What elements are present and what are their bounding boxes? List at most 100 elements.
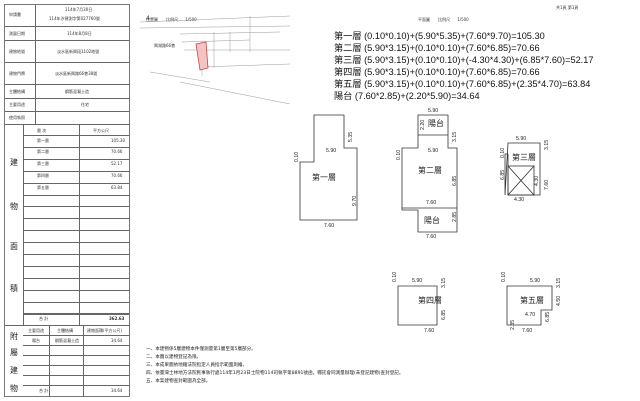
note-3: 三、本成果圖依地籍法院指定人員指示範圍測繪。 xyxy=(146,363,248,368)
floor-row-line xyxy=(23,218,129,220)
note-2: 二、本圖以建物登記為限。 xyxy=(146,355,202,360)
plan-f1-d-bottom: 7.60 xyxy=(324,223,335,229)
floor-row-line xyxy=(23,277,129,279)
plan-f2-d-tl: 2.20 xyxy=(420,119,426,130)
plan-f3-d-r3: 7.60 xyxy=(544,179,550,190)
use-label: 主要用途 xyxy=(9,102,25,107)
annex-side-1: 附 xyxy=(10,332,18,341)
plan-f3-d-left: 0.10 xyxy=(500,147,506,158)
building-no: 淡水區新興段1102地號 xyxy=(57,49,100,54)
floor-row-line xyxy=(23,170,129,172)
parcel-road-label: 興湖路66巷 xyxy=(154,43,176,48)
plan-f1-label: 第一層 xyxy=(312,173,336,182)
floor-row-line xyxy=(23,254,129,255)
plan-f2-outline xyxy=(401,114,458,233)
floor-row-line xyxy=(23,301,129,303)
floor-row-line xyxy=(23,313,129,315)
plan-f3-void xyxy=(507,165,535,196)
plan-title: 平面圖 xyxy=(418,17,430,22)
structure-label: 主體結構 xyxy=(9,89,25,94)
annex-side-3: 建 xyxy=(10,366,18,375)
side-label-1: 建 xyxy=(10,158,18,167)
plan-f5-d-r1: 3.15 xyxy=(556,277,562,288)
annex-col-use: 主要用途 xyxy=(28,328,44,333)
plan-f1-d-mid: 9.70 xyxy=(352,195,358,206)
plan-f5-d-left: 0.10 xyxy=(501,271,507,282)
address: 淡水區新興路66巷38號 xyxy=(55,71,98,76)
address-label: 建物門牌 xyxy=(9,71,25,76)
survey-date: 114年8月8日 xyxy=(67,31,92,36)
annex-side-2: 屬 xyxy=(10,348,18,357)
plan-f5-outline xyxy=(506,285,553,326)
svg-text:4: 4 xyxy=(146,15,150,22)
plan-f1-d-right: 5.35 xyxy=(348,131,354,142)
annex-col-area: 建物面積(平方公尺) xyxy=(87,328,123,333)
plan-f1-d-left: 0.10 xyxy=(294,151,300,162)
total-label: 合 計 xyxy=(39,316,49,321)
use: 住宅 xyxy=(81,102,89,107)
total-area: 362.63 xyxy=(109,316,125,321)
application-date-label: 申請書 xyxy=(9,12,21,17)
floor-row-floor: 第三層 xyxy=(37,161,49,167)
plan-f2-d-r2: 6.85 xyxy=(452,175,458,186)
plan-f2-d-mid: 5.90 xyxy=(428,148,439,154)
application-date: 114年7月30日 xyxy=(65,7,93,12)
plan-f4-outline xyxy=(397,285,438,326)
side-label-3: 面 xyxy=(10,242,18,251)
floor-row-line xyxy=(23,158,129,160)
plan-f5-d-l2: 2.35 xyxy=(510,319,516,330)
floor-row-line xyxy=(23,206,129,208)
plan-f5-d-b1: 4.70 xyxy=(525,312,536,318)
plan-f3-d-r1: 3.15 xyxy=(544,139,550,150)
plan-f2-label: 第二層 xyxy=(418,166,442,175)
floor-row-area: 70.66 xyxy=(111,173,123,179)
annex-side-4: 物 xyxy=(10,384,18,393)
plan-f3-d-r2: 4.30 xyxy=(534,175,540,186)
left-form: 申請書 114年7月30日 114年汐建測字第027760號 測量日期 114年… xyxy=(4,4,130,397)
formula-f3: 第三層 (5.90*3.15)+(0.10*0.10)+(-4.30*4.30)… xyxy=(334,55,594,65)
plan-f3-d-b1: 4.30 xyxy=(514,197,525,203)
note-5: 五、本案建物查封範圍為全部。 xyxy=(146,379,211,384)
plan-f5-d-r2: 4.50 xyxy=(556,295,562,306)
floor-row-area: 70.66 xyxy=(111,149,123,155)
floor-row-line xyxy=(23,230,129,232)
location-map: 4 xyxy=(140,15,290,105)
annex-row-structure: 鋼筋混凝土造 xyxy=(55,338,79,343)
floor-row-line xyxy=(23,242,129,244)
note-1: 一、本建物係5層建物本件僅測量第1層至第5層部分。 xyxy=(146,347,256,352)
plan-f3-d-top: 5.90 xyxy=(516,136,527,142)
plan-f2-balcony: 陽台 xyxy=(428,119,444,128)
floor-row-floor: 第五層 xyxy=(37,185,49,191)
side-label-2: 物 xyxy=(10,202,18,211)
plan-f2-d-left: 0.10 xyxy=(396,149,402,160)
plan-f5-d-top: 5.90 xyxy=(530,278,541,284)
floor-row-line xyxy=(23,194,129,196)
plan-f5-label: 第五層 xyxy=(520,296,544,305)
plan-f1-d-top: 5.90 xyxy=(326,148,337,154)
annex-total: 34.64 xyxy=(111,388,123,393)
floor-row-line xyxy=(23,182,129,184)
side-label-4: 積 xyxy=(10,284,18,293)
plan-f4-d-r1: 3.15 xyxy=(441,277,447,288)
plan-f2-d-top: 5.90 xyxy=(428,108,439,114)
annex-col-structure: 主體結構 xyxy=(57,328,73,333)
plan-f4-d-bottom: 7.60 xyxy=(424,328,435,334)
floor-row-area: 52.17 xyxy=(111,161,123,167)
formula-f4: 第四層 (5.90*3.15)+(0.10*0.10)+(7.60*6.85)=… xyxy=(334,67,540,77)
location-map-title: 位置圖 xyxy=(146,17,158,22)
formula-f1: 第一層 (0.10*0.10)+(5.90*5.35)+(7.60*9.70)=… xyxy=(334,31,545,41)
plan-f5-d-bottom: 7.60 xyxy=(522,328,533,334)
annex-row-area: 34.64 xyxy=(111,338,123,343)
plan-f2-balcony2: 陽台 xyxy=(424,216,440,225)
target-parcel xyxy=(195,41,209,71)
col-area: 平方公尺 xyxy=(93,128,109,133)
application-no: 114年汐建測字第027760號 xyxy=(49,16,100,21)
plan-f5-d-r3: 6.85 xyxy=(545,311,551,322)
floor-row-area: 105.30 xyxy=(111,137,125,143)
floor-row-floor: 第二層 xyxy=(37,149,49,155)
annex-total-label: 合 計 xyxy=(39,388,49,393)
plan-f1-outline xyxy=(299,114,358,221)
plan-scale: 1/500 xyxy=(457,17,469,22)
plan-f4-d-r2: 6.85 xyxy=(441,309,447,320)
